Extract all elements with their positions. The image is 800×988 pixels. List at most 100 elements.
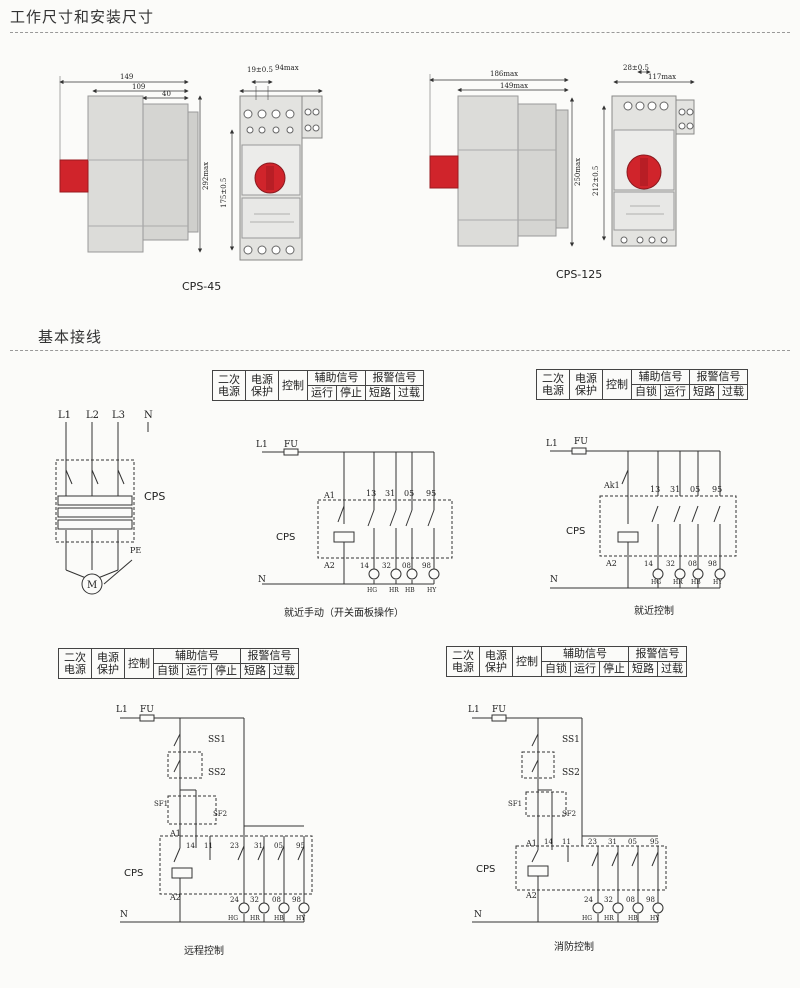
cps125-front-view bbox=[601, 69, 695, 247]
cps125-dim-28: 28±0.5 bbox=[623, 64, 649, 72]
c4-cps: CPS bbox=[476, 864, 495, 875]
cps45-dim-19: 19±0.5 bbox=[247, 66, 273, 74]
c2-t08: 08 bbox=[688, 560, 697, 568]
ht2-run: 运行 bbox=[660, 384, 690, 400]
c2-t14: 14 bbox=[644, 560, 653, 568]
c4-t31: 31 bbox=[608, 838, 617, 846]
ht1-run: 运行 bbox=[307, 385, 337, 401]
cps45-side-view bbox=[59, 76, 203, 253]
ht1-secondary-power: 二次电源 bbox=[212, 370, 246, 401]
c1-hr: HR bbox=[389, 587, 399, 594]
header-table-remote: 二次电源 电源保护 控制 辅助信号 报警信号 自锁 运行 停止 短路 过载 bbox=[58, 648, 299, 679]
c3-ss2: SS2 bbox=[208, 768, 226, 778]
c1-a1: A1 bbox=[323, 491, 335, 500]
c3-t14: 14 bbox=[186, 842, 195, 850]
c2-l1: L1 bbox=[546, 439, 558, 449]
c4-t23: 23 bbox=[588, 838, 597, 846]
c2-a2: A2 bbox=[605, 559, 617, 568]
ht4-short: 短路 bbox=[628, 661, 658, 677]
c3-t32: 32 bbox=[250, 896, 259, 904]
c3-hg: HG bbox=[228, 915, 238, 922]
caption-fire: 消防控制 bbox=[554, 942, 594, 953]
c4-hy: HY bbox=[650, 915, 660, 922]
c4-a2: A2 bbox=[525, 891, 537, 900]
ht3-control: 控制 bbox=[124, 648, 154, 679]
c4-fu: FU bbox=[492, 705, 506, 715]
c3-t11: 11 bbox=[204, 842, 213, 850]
c4-n: N bbox=[474, 910, 482, 920]
motor-circuit bbox=[55, 422, 149, 595]
c4-a1: A1 bbox=[525, 839, 537, 848]
c2-hy: HY bbox=[713, 579, 723, 586]
c1-t08: 08 bbox=[402, 562, 411, 570]
cps125-dim-186: 186max bbox=[490, 70, 518, 78]
circuit-local bbox=[550, 447, 737, 589]
cps45-dim-292: 292max bbox=[202, 162, 210, 190]
circuit-fire-lamps bbox=[592, 902, 664, 914]
ht1-alarm-signal: 报警信号 bbox=[365, 370, 424, 386]
ht4-power-protect: 电源保护 bbox=[479, 646, 513, 677]
ht4-stop: 停止 bbox=[599, 661, 629, 677]
circuit-remote bbox=[120, 714, 313, 923]
header-table-manual: 二次电源 电源保护 控制 辅助信号 报警信号 运行 停止 短路 过载 bbox=[212, 370, 424, 401]
c3-t31: 31 bbox=[254, 842, 263, 850]
c3-t98: 98 bbox=[292, 896, 301, 904]
c3-ss1: SS1 bbox=[208, 735, 226, 745]
c3-fu: FU bbox=[140, 705, 154, 715]
motor-neutral: N bbox=[144, 410, 153, 421]
circuit-manual bbox=[262, 448, 453, 585]
c2-n: N bbox=[550, 575, 558, 585]
cps45-knob-side bbox=[59, 159, 89, 193]
ht2-power-protect: 电源保护 bbox=[569, 369, 603, 400]
ht4-overload: 过载 bbox=[657, 661, 687, 677]
cps125-dim-149: 149max bbox=[500, 82, 528, 90]
cps125-side-view bbox=[429, 74, 575, 247]
circuit-manual-lamps bbox=[368, 568, 440, 580]
motor-symbol: M bbox=[87, 580, 97, 591]
c3-hr: HR bbox=[250, 915, 260, 922]
ht3-self-lock: 自锁 bbox=[153, 663, 183, 679]
c3-sf2: SF2 bbox=[213, 810, 227, 818]
ht3-run: 运行 bbox=[182, 663, 212, 679]
c4-t95: 95 bbox=[650, 838, 659, 846]
c3-hb: HB bbox=[274, 915, 284, 922]
c2-t98: 98 bbox=[708, 560, 717, 568]
cps125-dim-212: 212±0.5 bbox=[592, 166, 600, 196]
c3-a2: A2 bbox=[169, 893, 181, 902]
c3-t24: 24 bbox=[230, 896, 239, 904]
c4-t14: 14 bbox=[544, 838, 553, 846]
motor-cps-label: CPS bbox=[144, 490, 165, 503]
c4-t24: 24 bbox=[584, 896, 593, 904]
cps45-dim-40: 40 bbox=[162, 90, 171, 98]
dimensions-section-title: 工作尺寸和安装尺寸 bbox=[10, 8, 155, 26]
c3-t23: 23 bbox=[230, 842, 239, 850]
cps45-dim-109: 109 bbox=[132, 83, 145, 91]
caption-manual: 就近手动（开关面板操作） bbox=[284, 608, 404, 619]
cps125-dim-250: 250max bbox=[574, 158, 582, 186]
caption-remote: 远程控制 bbox=[184, 946, 224, 957]
circuit-local-lamps bbox=[652, 568, 726, 580]
c4-hr: HR bbox=[604, 915, 614, 922]
ht1-stop: 停止 bbox=[336, 385, 366, 401]
c4-ss1: SS1 bbox=[562, 735, 580, 745]
header-table-fire: 二次电源 电源保护 控制 辅助信号 报警信号 自锁 运行 停止 短路 过载 bbox=[446, 646, 687, 677]
ht2-aux-signal: 辅助信号 bbox=[631, 369, 690, 385]
motor-phase-l3: L3 bbox=[112, 410, 125, 421]
ht2-secondary-power: 二次电源 bbox=[536, 369, 570, 400]
c1-hy: HY bbox=[427, 587, 437, 594]
c1-t32: 32 bbox=[382, 562, 391, 570]
c1-t14: 14 bbox=[360, 562, 369, 570]
ht3-stop: 停止 bbox=[211, 663, 241, 679]
c1-t95: 95 bbox=[426, 489, 436, 498]
ht1-power-protect: 电源保护 bbox=[245, 370, 279, 401]
c3-n: N bbox=[120, 910, 128, 920]
circuit-fire bbox=[472, 714, 667, 923]
c2-t95: 95 bbox=[712, 485, 722, 494]
ht2-control: 控制 bbox=[602, 369, 632, 400]
c3-cps: CPS bbox=[124, 868, 143, 879]
c4-t11: 11 bbox=[562, 838, 571, 846]
ht3-power-protect: 电源保护 bbox=[91, 648, 125, 679]
c4-sf2: SF2 bbox=[562, 810, 576, 818]
ht3-aux-signal: 辅助信号 bbox=[153, 648, 241, 664]
ht3-secondary-power: 二次电源 bbox=[58, 648, 92, 679]
